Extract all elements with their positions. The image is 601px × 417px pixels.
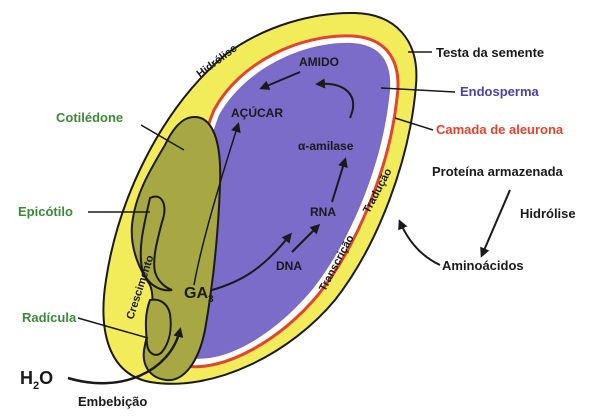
- label-amido: AMIDO: [299, 55, 339, 69]
- label-epicotilo: Epicótilo: [18, 204, 73, 219]
- label-h2o: H2O: [20, 368, 53, 392]
- label-aleurona: Camada de aleurona: [436, 122, 564, 137]
- label-testa: Testa da semente: [436, 45, 544, 60]
- label-radicula: Radícula: [22, 310, 77, 325]
- label-hidrolise-right: Hidrólise: [520, 206, 576, 221]
- label-embebicao: Embebição: [78, 394, 147, 409]
- label-acucar: AÇÚCAR: [231, 105, 283, 120]
- label-dna: DNA: [276, 259, 302, 273]
- label-aminoacidos: Aminoácidos: [442, 258, 524, 273]
- arrow-aminoacidos-to-seed: [400, 222, 440, 265]
- label-endosperma: Endosperma: [460, 84, 540, 99]
- arrow-proteina-to-aminoacidos: [482, 190, 510, 255]
- label-cotiledone: Cotilédone: [56, 110, 123, 125]
- label-alfa-amilase: α-amilase: [298, 139, 354, 153]
- label-proteina: Proteína armazenada: [432, 164, 564, 179]
- label-rna: RNA: [310, 205, 336, 219]
